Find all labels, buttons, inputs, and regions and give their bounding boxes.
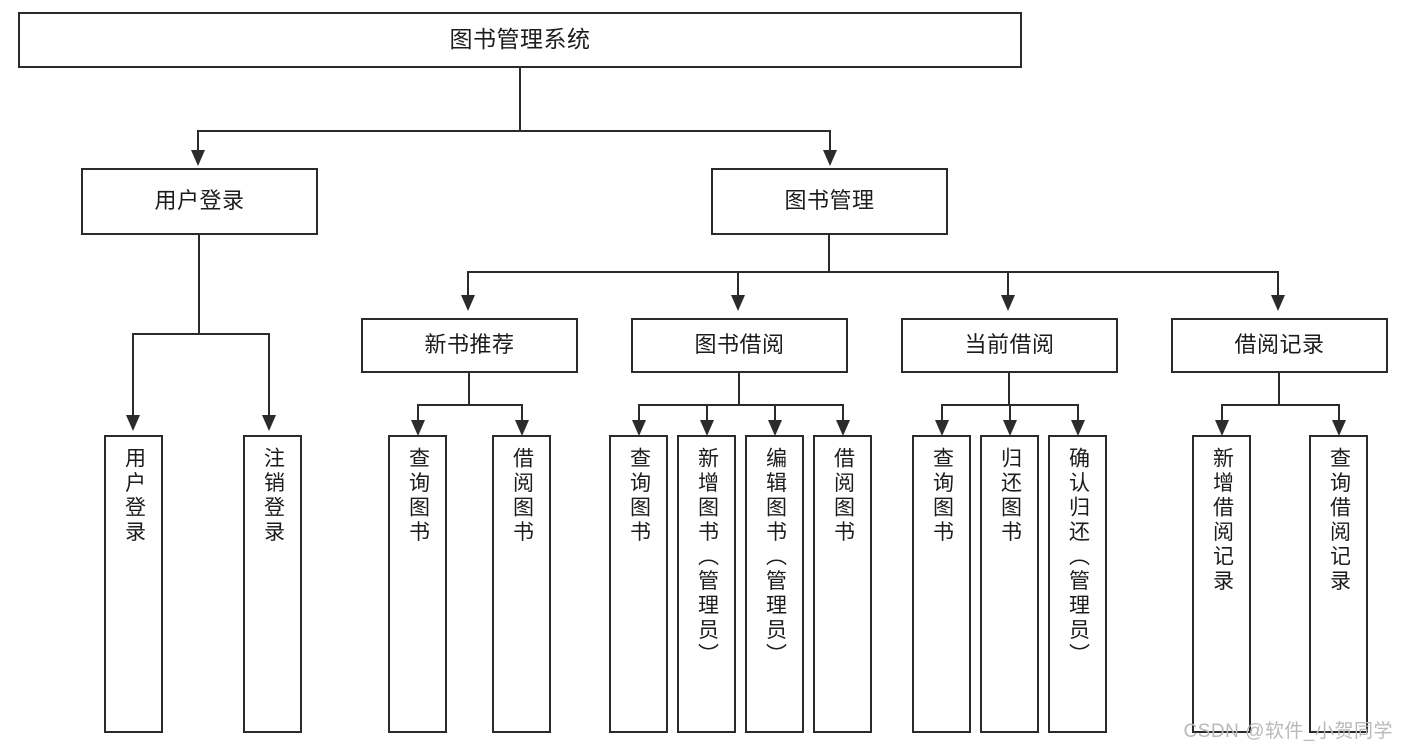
node-label: 当前借阅: [964, 332, 1055, 358]
arrowhead-book-borrow-leaf-2: [700, 420, 714, 436]
connector-borrow-record-to-leaf-2: [1338, 404, 1341, 422]
leaf-current-borrow-return[interactable]: 归还图书: [980, 435, 1039, 733]
connector-new-book-stem: [468, 373, 471, 406]
leaf-book-borrow-query[interactable]: 查询图书: [609, 435, 668, 733]
node-label: 新增借阅记录: [1210, 447, 1234, 594]
arrowhead-book-borrow-leaf-4: [836, 420, 850, 436]
arrowhead-current-borrow-leaf-2: [1003, 420, 1017, 436]
connector-book-borrow-bus: [638, 404, 844, 407]
leaf-book-borrow-add[interactable]: 新增图书（管理员）: [677, 435, 736, 733]
node-user-login[interactable]: 用户登录: [81, 168, 318, 235]
connector-borrow-record-bus: [1221, 404, 1338, 407]
arrowhead-book-borrow-leaf-1: [632, 420, 646, 436]
connector-new-book-bus: [417, 404, 521, 407]
connector-root-to-user-login: [197, 130, 200, 152]
leaf-new-book-borrow[interactable]: 借阅图书: [492, 435, 551, 733]
leaf-borrow-record-query[interactable]: 查询借阅记录: [1309, 435, 1368, 733]
connector-current-borrow-stem: [1008, 373, 1011, 406]
arrowhead-borrow-record-leaf-2: [1332, 420, 1346, 436]
node-label: 图书借阅: [694, 332, 785, 358]
node-label: 借阅图书: [510, 447, 534, 545]
leaf-book-borrow-edit[interactable]: 编辑图书（管理员）: [745, 435, 804, 733]
leaf-new-book-query[interactable]: 查询图书: [388, 435, 447, 733]
node-borrow-record[interactable]: 借阅记录: [1171, 318, 1388, 373]
connector-user-login-to-leaf-2: [268, 333, 271, 417]
node-label: 确认归还（管理员）: [1066, 447, 1090, 668]
connector-book-borrow-to-leaf-3: [774, 404, 777, 422]
node-label: 归还图书: [998, 447, 1022, 545]
node-label: 用户登录: [154, 188, 245, 214]
leaf-current-borrow-query[interactable]: 查询图书: [912, 435, 971, 733]
node-label: 借阅记录: [1234, 332, 1325, 358]
connector-borrow-record-to-leaf-1: [1221, 404, 1224, 422]
connector-book-borrow-to-leaf-1: [638, 404, 641, 422]
connector-user-login-stem: [198, 235, 201, 335]
connector-borrow-record-stem: [1278, 373, 1281, 406]
connector-root-stem: [519, 68, 522, 132]
node-label: 用户登录: [122, 447, 146, 545]
arrowhead-new-book-leaf-1: [411, 420, 425, 436]
connector-current-borrow-to-leaf-3: [1077, 404, 1080, 422]
connector-book-manage-to-borrow-record: [1277, 271, 1280, 297]
node-root-system[interactable]: 图书管理系统: [18, 12, 1022, 68]
node-label: 查询图书: [930, 447, 954, 545]
node-label: 查询图书: [406, 447, 430, 545]
connector-root-bus: [197, 130, 831, 133]
connector-book-manage-stem: [828, 235, 831, 273]
arrowhead-book-borrow: [731, 295, 745, 311]
arrowhead-current-borrow: [1001, 295, 1015, 311]
leaf-book-borrow-borrow[interactable]: 借阅图书: [813, 435, 872, 733]
node-label: 新书推荐: [424, 332, 515, 358]
node-label: 查询图书: [627, 447, 651, 545]
node-book-manage[interactable]: 图书管理: [711, 168, 948, 235]
node-label: 图书管理: [784, 188, 875, 214]
leaf-current-borrow-confirm[interactable]: 确认归还（管理员）: [1048, 435, 1107, 733]
arrowhead-new-book: [461, 295, 475, 311]
connector-current-borrow-to-leaf-2: [1009, 404, 1012, 422]
connector-book-borrow-to-leaf-2: [706, 404, 709, 422]
connector-book-manage-to-current-borrow: [1007, 271, 1010, 297]
connector-new-book-to-leaf-2: [521, 404, 524, 422]
arrowhead-root-to-user-login: [191, 150, 205, 166]
node-label: 图书管理系统: [449, 26, 591, 53]
connector-current-borrow-to-leaf-1: [941, 404, 944, 422]
node-new-book-recommend[interactable]: 新书推荐: [361, 318, 578, 373]
arrowhead-current-borrow-leaf-3: [1071, 420, 1085, 436]
arrowhead-current-borrow-leaf-1: [935, 420, 949, 436]
node-current-borrow[interactable]: 当前借阅: [901, 318, 1118, 373]
arrowhead-new-book-leaf-2: [515, 420, 529, 436]
connector-book-borrow-stem: [738, 373, 741, 406]
arrowhead-root-to-book-manage: [823, 150, 837, 166]
connector-user-login-to-leaf-1: [132, 333, 135, 417]
leaf-user-login-login[interactable]: 用户登录: [104, 435, 163, 733]
node-label: 查询借阅记录: [1327, 447, 1351, 594]
connector-book-manage-bus: [467, 271, 1279, 274]
node-label: 注销登录: [261, 447, 285, 545]
arrowhead-borrow-record: [1271, 295, 1285, 311]
connector-book-manage-to-new-book: [467, 271, 470, 297]
node-label: 借阅图书: [831, 447, 855, 545]
node-book-borrow[interactable]: 图书借阅: [631, 318, 848, 373]
leaf-borrow-record-add[interactable]: 新增借阅记录: [1192, 435, 1251, 733]
arrowhead-user-login-leaf-1: [126, 415, 140, 431]
connector-book-manage-to-book-borrow: [737, 271, 740, 297]
arrowhead-borrow-record-leaf-1: [1215, 420, 1229, 436]
node-label: 新增图书（管理员）: [695, 447, 719, 668]
connector-user-login-bus: [132, 333, 268, 336]
arrowhead-user-login-leaf-2: [262, 415, 276, 431]
node-label: 编辑图书（管理员）: [763, 447, 787, 668]
leaf-user-login-logout[interactable]: 注销登录: [243, 435, 302, 733]
connector-root-to-book-manage: [829, 130, 832, 152]
arrowhead-book-borrow-leaf-3: [768, 420, 782, 436]
connector-new-book-to-leaf-1: [417, 404, 420, 422]
connector-book-borrow-to-leaf-4: [842, 404, 845, 422]
